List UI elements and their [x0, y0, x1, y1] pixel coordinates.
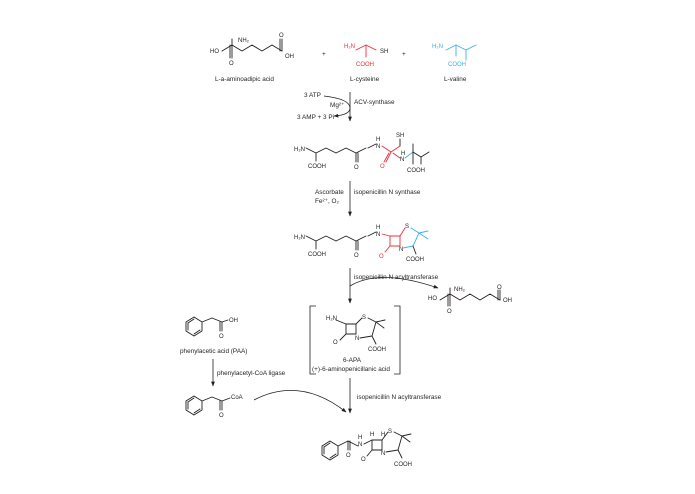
atom-label: COOH [406, 257, 424, 263]
atom-label: O [380, 164, 385, 170]
atom-label: O [354, 165, 359, 171]
atp-label: 3 ATP [304, 92, 321, 99]
atom-label: H [401, 151, 405, 157]
fe-o2-label: Fe²⁺, O₂ [315, 198, 339, 205]
atom-label: COOH [308, 164, 326, 170]
atom-label: O [229, 61, 234, 67]
atom-label: COOH [308, 252, 326, 258]
atom-label: S [405, 224, 409, 230]
atom-label: O [346, 453, 351, 459]
amp-label: 3 AMP + 3 Pi [297, 114, 334, 121]
atom-label: H [370, 432, 374, 438]
atom-label: H₂N [432, 44, 443, 50]
atom-label: O [219, 334, 224, 340]
atom-label: H₂N [294, 235, 305, 241]
atom-label: S [388, 429, 392, 435]
atom-label: N [376, 144, 380, 150]
atom-label: CoA [231, 395, 243, 401]
isopenicillin-n-structure: H₂N COOH O N H O N S COOH [294, 224, 429, 263]
plus-sign: + [322, 51, 326, 58]
atom-label: O [379, 254, 384, 260]
atom-label: H [376, 225, 380, 231]
ipns-enzyme-label: isopenicillin N synthase [354, 189, 421, 196]
paa-label: phenylacetic acid (PAA) [180, 348, 247, 355]
acyltransferase-enzyme-label-2: isopenicillin N acyltransferase [357, 394, 442, 401]
right-bracket [394, 305, 401, 375]
atom-label: NH₂ [238, 38, 250, 44]
phenylacetyl-transfer-arrow [253, 390, 347, 413]
phenylacetic-acid-structure: OH O [185, 316, 238, 340]
plus-sign: + [402, 51, 406, 58]
atom-label: OH [229, 318, 238, 324]
aminoadipic-acid-structure: HO O NH₂ O OH [210, 33, 294, 67]
atom-label: OH [503, 298, 512, 304]
atom-label: H [381, 432, 385, 438]
mg-label: Mg²⁺ [330, 102, 344, 109]
atom-label: O [361, 457, 366, 463]
atom-label: N [400, 157, 404, 163]
atom-label: HO [428, 296, 437, 302]
6-apa-label: 6-APA [343, 357, 362, 364]
cysteine-label: L-cysteine [350, 76, 380, 83]
atom-label: O [333, 340, 338, 346]
atom-label: N [381, 451, 385, 457]
atom-label: HO [210, 49, 219, 55]
atom-label: SH [396, 133, 404, 139]
atom-label: N [355, 336, 359, 342]
amp-side-arrow [333, 107, 351, 118]
aminoadipic-release-arrow [349, 277, 439, 289]
acyltransferase-enzyme-label-1: isopenicillin N acyltransferase [354, 274, 439, 281]
atom-label: O [279, 33, 284, 39]
atom-label: H₂N [326, 316, 337, 322]
atom-label: COOH [448, 62, 466, 68]
6-apa-structure: H₂N O S N COOH [326, 315, 386, 353]
aminoadipic-acid-label: L-a-aminoadipic acid [215, 76, 274, 83]
atom-label: N [376, 232, 380, 238]
atom-label: COOH [368, 347, 386, 353]
cysteine-structure: H₂N SH COOH [344, 44, 388, 68]
atom-label: NH₂ [454, 287, 466, 293]
atom-label: COOH [407, 168, 425, 174]
atom-label: S [362, 315, 366, 321]
acv-tripeptide-structure: H₂N COOH O N H SH O N H COOH [294, 133, 430, 174]
atp-side-arrow [323, 95, 351, 109]
atom-label: O [447, 309, 452, 315]
left-bracket [309, 305, 316, 375]
atom-label: H₂N [294, 147, 305, 153]
acvs-enzyme-label: ACV-synthase [354, 99, 395, 106]
atom-label: H [358, 435, 362, 441]
ligase-enzyme-label: phenylacetyl-CoA ligase [217, 370, 286, 377]
atom-label: H [376, 137, 380, 143]
penicillin-g-structure: O N H H H S O N COOH [321, 429, 412, 468]
atom-label: O [354, 253, 359, 259]
atom-label: COOH [394, 462, 412, 468]
atom-label: H₂N [344, 44, 355, 50]
atom-label: O [497, 285, 502, 291]
valine-structure: H₂N COOH [432, 44, 477, 68]
atom-label: OH [285, 54, 294, 60]
atom-label: SH [380, 49, 388, 55]
ascorbate-label: Ascorbate [315, 189, 344, 196]
atom-label: O [219, 413, 224, 419]
aminoadipic-acid-product-structure: HO O NH₂ O OH [428, 285, 512, 315]
valine-label: L-valine [444, 76, 467, 83]
phenylacetyl-coa-structure: CoA O [185, 395, 243, 419]
atom-label: N [399, 247, 403, 253]
atom-label: COOH [356, 62, 374, 68]
atom-label: N [358, 442, 362, 448]
6-apa-fullname-label: (+)-6-aminopenicillanic acid [312, 366, 390, 373]
